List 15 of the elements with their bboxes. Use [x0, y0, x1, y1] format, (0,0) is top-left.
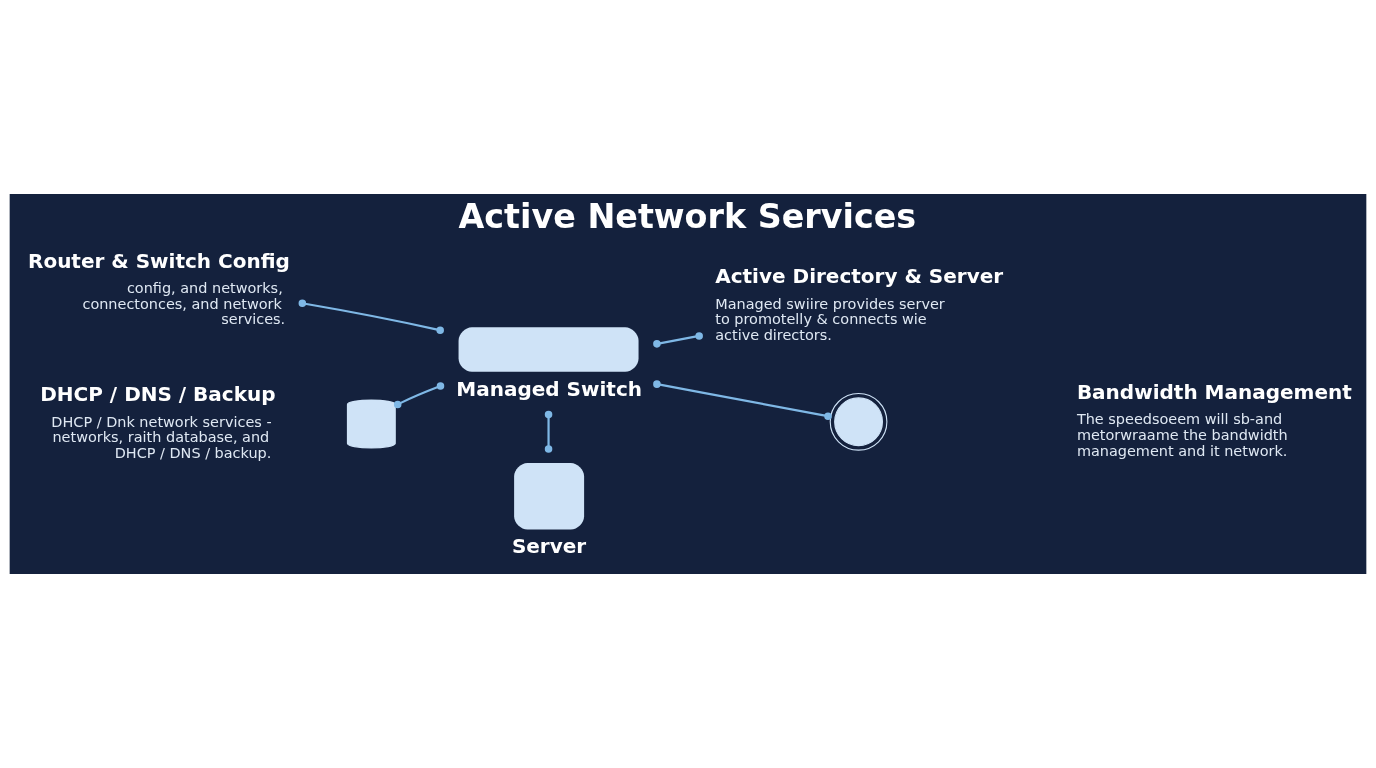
- node-box: [458, 327, 639, 372]
- node-text: Active Directory & Server Managed swiire provides server to promotelly & connects wie active directors.: [715, 264, 1004, 343]
- connector: [298, 299, 444, 335]
- node-box: [514, 462, 585, 530]
- node-text: Bandwidth Management The speedsoeem will sb-and metorwraame the bandwidth management and it network.: [1076, 379, 1352, 459]
- connector: [653, 380, 832, 421]
- connector: [393, 382, 445, 409]
- node-gauge: [829, 392, 888, 451]
- connector: [653, 332, 703, 348]
- diagram-title: Active Network Services: [458, 197, 917, 237]
- connector: [544, 410, 553, 453]
- node-label: Managed Switch: [456, 376, 643, 401]
- node-label: Server: [511, 534, 587, 559]
- node-text: Router & Switch Config config, and networks, connectonces, and network services.: [28, 248, 290, 328]
- node-text: DHCP / DNS / Backup DHCP / Dnk network services - networks, raith database, and DHCP / DNS / backup.: [40, 382, 276, 461]
